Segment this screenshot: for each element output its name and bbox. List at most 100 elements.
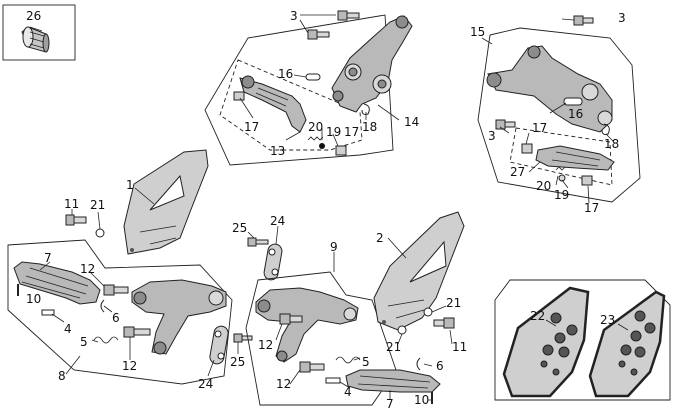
plate-22 <box>502 286 590 398</box>
rear-bracket-14 <box>331 15 413 113</box>
front-bracket-8 <box>131 279 227 355</box>
link-plate-24b <box>209 325 229 365</box>
callout-19: 19 <box>326 125 341 139</box>
spring-5a <box>93 336 119 344</box>
bolt-25b <box>233 333 253 343</box>
bolt-11a <box>65 214 87 226</box>
bolt-12b <box>123 326 151 338</box>
pin-16b <box>563 97 583 106</box>
bushing-26-frame <box>2 4 76 61</box>
callout-11: 11 <box>452 340 467 354</box>
callout-25: 25 <box>230 355 245 369</box>
callout-18: 18 <box>604 137 619 151</box>
callout-24: 24 <box>198 377 213 391</box>
callout-15: 15 <box>470 25 485 39</box>
callout-11: 11 <box>64 197 79 211</box>
bolt-3b <box>307 29 330 40</box>
front-footpeg-7b <box>345 369 441 393</box>
callout-3: 3 <box>488 129 496 143</box>
callout-17: 17 <box>532 121 547 135</box>
callout-21: 21 <box>90 198 105 212</box>
clip-6a <box>100 299 105 313</box>
callout-10: 10 <box>414 393 429 407</box>
group-15-outline <box>477 27 641 203</box>
bolt-3a <box>337 10 360 21</box>
callout-10: 10 <box>26 292 41 306</box>
callout-25: 25 <box>232 221 247 235</box>
spring-5b <box>335 356 361 364</box>
plate-17a <box>233 91 245 101</box>
rear-bracket-assembly-15 <box>477 15 641 204</box>
bushing-26-group <box>2 4 76 61</box>
pin-16a <box>305 73 321 81</box>
plate-17b <box>335 145 347 156</box>
callout-13: 13 <box>270 144 285 158</box>
bolt-12c <box>279 313 303 325</box>
callout-24: 24 <box>270 214 285 228</box>
callout-12: 12 <box>80 262 95 276</box>
plate-23 <box>588 290 666 398</box>
callout-19: 19 <box>554 188 569 202</box>
callout-17: 17 <box>244 120 259 134</box>
plates-frame <box>494 279 671 401</box>
callout-1: 1 <box>126 178 134 192</box>
plates-22-23-group <box>494 279 671 401</box>
clip-18a <box>361 103 370 115</box>
callout-20: 20 <box>308 120 323 134</box>
pin-4b <box>325 377 341 384</box>
callout-12: 12 <box>276 377 291 391</box>
callout-27: 27 <box>510 165 525 179</box>
link-plate-24a <box>263 243 283 281</box>
callout-18: 18 <box>362 120 377 134</box>
plate-17c <box>521 143 533 154</box>
bolt-25a <box>247 237 269 247</box>
front-bracket-assembly-9 <box>245 252 441 406</box>
group-14-outline <box>204 14 394 166</box>
callout-16: 16 <box>278 67 293 81</box>
washer-21c <box>397 325 407 335</box>
callout-2: 2 <box>376 231 384 245</box>
bushing-26-part <box>21 26 50 53</box>
callout-5: 5 <box>80 335 88 349</box>
callout-3: 3 <box>618 11 626 25</box>
callout-12: 12 <box>258 338 273 352</box>
spring-20a <box>307 136 324 141</box>
bolt-12a <box>103 284 129 296</box>
group-27-dashed-outline <box>509 127 613 186</box>
bolt-11b <box>433 317 455 329</box>
plate-17d <box>581 175 593 186</box>
callout-17: 17 <box>344 125 359 139</box>
rear-bracket-assembly-14 <box>204 10 413 166</box>
callout-6: 6 <box>112 311 120 325</box>
callout-4: 4 <box>64 322 72 336</box>
callout-4: 4 <box>344 385 352 399</box>
rear-footpeg-27 <box>535 145 615 171</box>
callout-3: 3 <box>290 9 298 23</box>
pin-4a <box>41 309 55 316</box>
callout-8: 8 <box>58 369 66 383</box>
callout-7: 7 <box>386 397 394 411</box>
bolt-3d <box>495 119 516 130</box>
ball-19a <box>319 143 325 149</box>
front-bracket-assembly-8 <box>7 239 233 385</box>
washer-21b <box>423 307 433 317</box>
callout-labels: 26 3 16 17 20 19 17 18 14 13 15 3 16 3 1… <box>26 9 626 411</box>
callout-23: 23 <box>600 313 615 327</box>
washer-21a <box>95 228 105 238</box>
bolt-3c <box>573 15 594 26</box>
clip-6b <box>416 357 421 371</box>
front-footpeg-7a <box>13 261 101 305</box>
callout-16: 16 <box>568 107 583 121</box>
callout-21: 21 <box>386 340 401 354</box>
callout-7: 7 <box>44 251 52 265</box>
callout-9: 9 <box>330 240 338 254</box>
group-13-dashed-outline <box>219 59 363 151</box>
callout-20: 20 <box>536 179 551 193</box>
clip-18b <box>601 123 610 135</box>
callout-5: 5 <box>362 355 370 369</box>
callout-14: 14 <box>404 115 419 129</box>
callout-22: 22 <box>530 309 545 323</box>
callout-17: 17 <box>584 201 599 215</box>
heel-guard-1-group <box>65 149 209 255</box>
ball-19b <box>558 174 566 182</box>
